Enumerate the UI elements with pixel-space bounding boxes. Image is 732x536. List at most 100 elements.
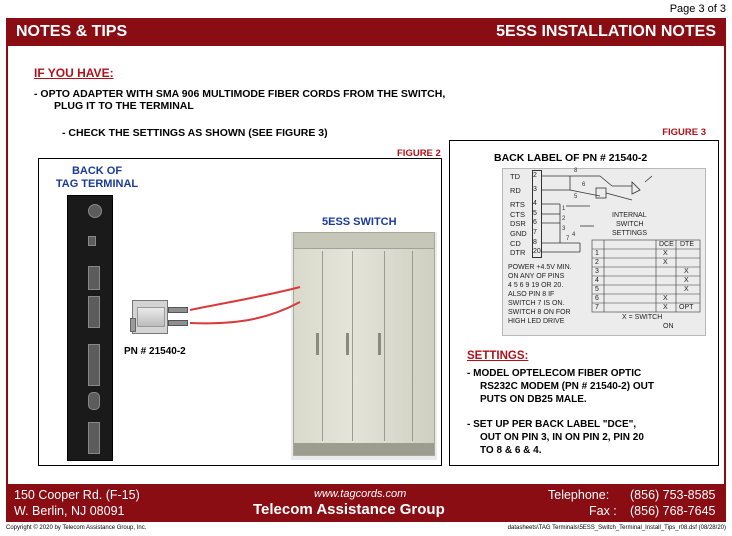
switch-row-dce: X [663, 304, 668, 311]
figure-3-box [449, 140, 719, 466]
fiber-cord-tx [189, 286, 301, 311]
instruction-line-1: - OPTO ADAPTER WITH SMA 906 MULTIMODE FI… [34, 88, 446, 100]
adapter-db25-connector [130, 318, 136, 332]
label-note: POWER +4.5V MIN. [508, 264, 572, 271]
fax-label: Fax : [589, 504, 617, 518]
header-left-title: NOTES & TIPS [16, 23, 128, 40]
figure-2-label: FIGURE 2 [397, 148, 441, 159]
cabinet-door-seam [384, 251, 385, 441]
pin-number: 3 [533, 186, 537, 193]
switch-row-number: 3 [595, 268, 599, 275]
pin-name: CTS [510, 210, 525, 219]
instruction-line-2: - CHECK THE SETTINGS AS SHOWN (SEE FIGUR… [62, 127, 328, 139]
cabinet-handle [316, 333, 319, 355]
dce-header: DCE [659, 241, 674, 248]
pin-name: CD [510, 239, 521, 248]
video-port [88, 266, 100, 290]
figure-2-box [38, 158, 442, 466]
settings-item-2-line: TO 8 & 6 & 4. [480, 445, 542, 456]
svg-text:2: 2 [562, 216, 566, 222]
switch-row-dce: X [663, 259, 668, 266]
switch-row-dte: X [684, 277, 689, 284]
switch-row-dte: X [684, 268, 689, 275]
instruction-line-1b: PLUG IT TO THE TERMINAL [54, 100, 194, 112]
switch-row-dte: X [684, 286, 689, 293]
ps2-port [88, 392, 100, 410]
pin-name: DSR [510, 219, 526, 228]
settings-item-1-line: PUTS ON DB25 MALE. [480, 394, 587, 405]
page-number: Page 3 of 3 [669, 3, 726, 15]
label-note: ALSO PIN 8 IF [508, 291, 555, 298]
svg-text:7: 7 [566, 236, 570, 242]
fiber-cord-rx [189, 301, 301, 325]
cabinet-door-seam [322, 251, 323, 441]
pin-number: 8 [533, 239, 537, 246]
serial-port-1 [88, 296, 100, 328]
fax-number: (856) 768-7645 [630, 504, 716, 518]
telephone-number: (856) 753-8585 [630, 488, 716, 502]
switch-row-number: 5 [595, 286, 599, 293]
header-right-title: 5ESS INSTALLATION NOTES [496, 23, 716, 40]
pin-number-column [532, 170, 542, 258]
pin-number: 6 [533, 219, 537, 226]
opto-adapter-image [132, 300, 168, 334]
svg-text:3: 3 [562, 226, 566, 232]
pin-number: 2 [533, 172, 537, 179]
label-note: HIGH LED DRIVE [508, 318, 565, 325]
5ess-switch-label: 5ESS SWITCH [322, 216, 397, 228]
cabinet-handle [378, 333, 381, 355]
back-of-terminal-label: BACK OF TAG TERMINAL [52, 165, 142, 191]
telephone-label: Telephone: [548, 488, 610, 502]
address-line-2: W. Berlin, NJ 08091 [14, 504, 125, 518]
pin-number: 7 [533, 229, 537, 236]
switch-row-number: 6 [595, 295, 599, 302]
switch-row-number: 2 [595, 259, 599, 266]
5ess-switch-cabinet-image [293, 232, 435, 456]
pin-number: 5 [533, 210, 537, 217]
pn-label: PN # 21540-2 [124, 346, 186, 357]
svg-text:1: 1 [562, 206, 566, 212]
if-you-have-heading: IF YOU HAVE: [34, 66, 114, 80]
usb-port [88, 236, 96, 246]
tag-terminal-image [67, 195, 113, 461]
internal-label: INTERNAL [612, 212, 647, 219]
dte-header: DTE [680, 241, 694, 248]
power-jack [88, 204, 102, 218]
settings-item-1-line: - MODEL OPTELECOM FIBER OPTIC [467, 368, 642, 379]
cabinet-base [294, 443, 434, 455]
tag-terminal-text: TAG TERMINAL [55, 178, 139, 190]
pin-name: GND [510, 229, 527, 238]
back-label-title: BACK LABEL OF PN # 21540-2 [494, 152, 648, 164]
svg-text:4: 4 [572, 232, 576, 238]
pin-number: 4 [533, 200, 537, 207]
svg-text:5: 5 [574, 194, 578, 200]
settings-item-1-line: RS232C MODEM (PN # 21540-2) OUT [480, 381, 654, 392]
address-line-1: 150 Cooper Rd. (F-15) [14, 488, 140, 502]
legend-line-1: X = SWITCH [622, 314, 663, 321]
pin-name: RTS [510, 200, 525, 209]
cabinet-top [294, 233, 434, 249]
label-note: ON ANY OF PINS [508, 273, 565, 280]
label-note: 4 5 6 9 19 OR 20. [508, 282, 564, 289]
svg-text:6: 6 [582, 182, 586, 188]
settings-word-label: SETTINGS [612, 230, 648, 237]
settings-heading: SETTINGS: [467, 350, 529, 362]
cabinet-handle [346, 333, 349, 355]
switch-row-dce: X [663, 250, 668, 257]
website-link[interactable]: www.tagcords.com [314, 488, 407, 500]
cabinet-door-seam [352, 251, 353, 441]
settings-item-2-line: OUT ON PIN 3, IN ON PIN 2, PIN 20 [480, 432, 644, 443]
footer-bar: 150 Cooper Rd. (F-15) W. Berlin, NJ 0809… [6, 484, 726, 522]
switch-row-dce: X [663, 295, 668, 302]
label-note: SWITCH 7 IS ON. [508, 300, 565, 307]
serial-port-2 [88, 344, 100, 386]
file-path: datasheets\TAG Terminals\5ESS_Switch_Ter… [507, 525, 726, 531]
pin-name: TD [510, 172, 520, 181]
company-name: Telecom Assistance Group [253, 501, 445, 518]
switch-row-number: 7 [595, 304, 599, 311]
figure-3-label: FIGURE 3 [662, 127, 706, 138]
svg-text:8: 8 [574, 168, 578, 174]
